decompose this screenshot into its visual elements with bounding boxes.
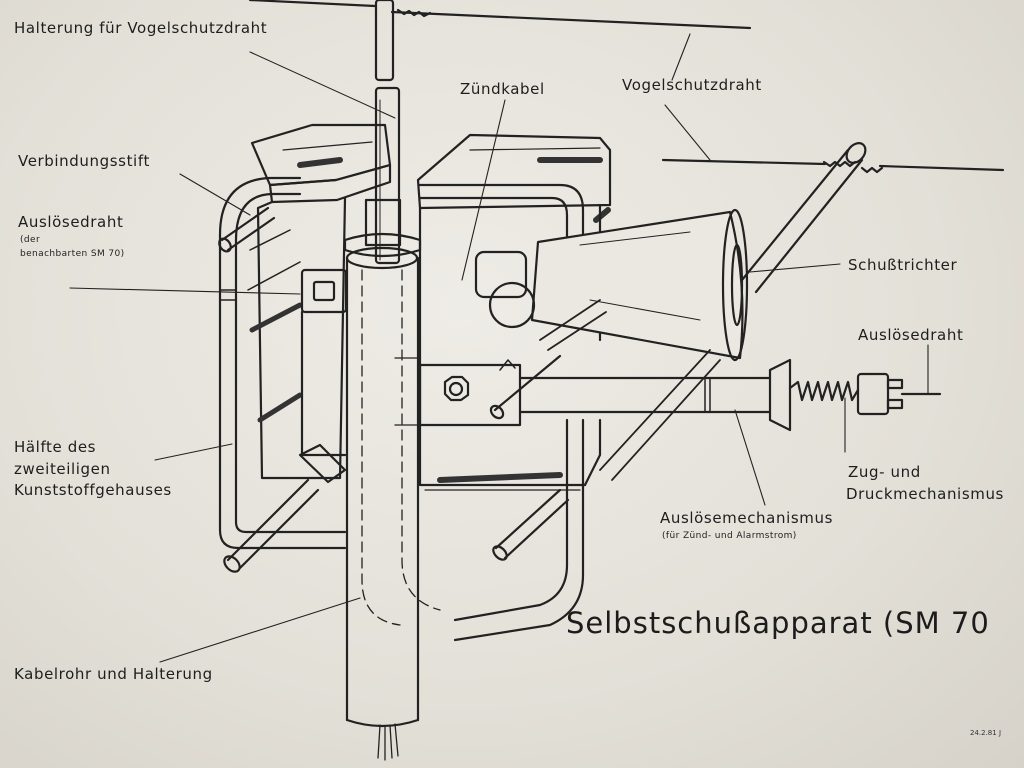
label-verbindungsstift: Verbindungsstift [18, 152, 150, 170]
label-ausloesedraht-left: Auslösedraht [18, 213, 124, 231]
label-haelfte-line-1: Hälfte des [14, 438, 97, 456]
firing-horn [474, 208, 749, 362]
leader-lines [69, 33, 929, 663]
label-ausloesemechanismus: Auslösemechanismus [660, 509, 833, 527]
label-vogelschutzdraht: Vogelschutzdraht [622, 76, 762, 94]
label-ausloesedraht-left-note-2: benachbarten SM 70) [20, 249, 125, 259]
label-ausloesedraht-left-note-1: (der [20, 235, 41, 245]
diagram-title: Selbstschußapparat (SM 70 [566, 606, 990, 640]
spring [788, 372, 942, 416]
label-halterung-vogelschutzdraht: Halterung für Vogelschutzdraht [14, 19, 268, 37]
housing-left-half [247, 123, 392, 480]
label-haelfte-line-2: zweiteiligen [14, 460, 111, 478]
label-ausloesemechanismus-note: (für Zünd- und Alarmstrom) [662, 531, 797, 541]
connecting-pins [218, 206, 570, 573]
label-kabelrohr: Kabelrohr und Halterung [14, 665, 213, 683]
label-ausloesedraht-right: Auslösedraht [858, 326, 964, 344]
trigger-mechanism [394, 354, 792, 432]
bird-wire-top [248, 0, 752, 30]
cable-tube [343, 198, 441, 761]
date-stamp: 24.2.81 J [970, 729, 1002, 737]
label-zuendkabel: Zündkabel [460, 80, 545, 98]
mast-clamp [300, 268, 348, 457]
label-haelfte-line-3: Kunststoffgehauses [14, 481, 172, 499]
label-zug-line-1: Zug- und [848, 463, 921, 481]
label-zug-line-2: Druckmechanismus [846, 485, 1004, 503]
wire-holder-mast [374, 0, 401, 265]
bird-wire-right [661, 158, 1005, 174]
housing-right-half [416, 133, 612, 491]
label-schusstrichter: Schußtrichter [848, 256, 958, 274]
tube-frame [218, 176, 585, 642]
